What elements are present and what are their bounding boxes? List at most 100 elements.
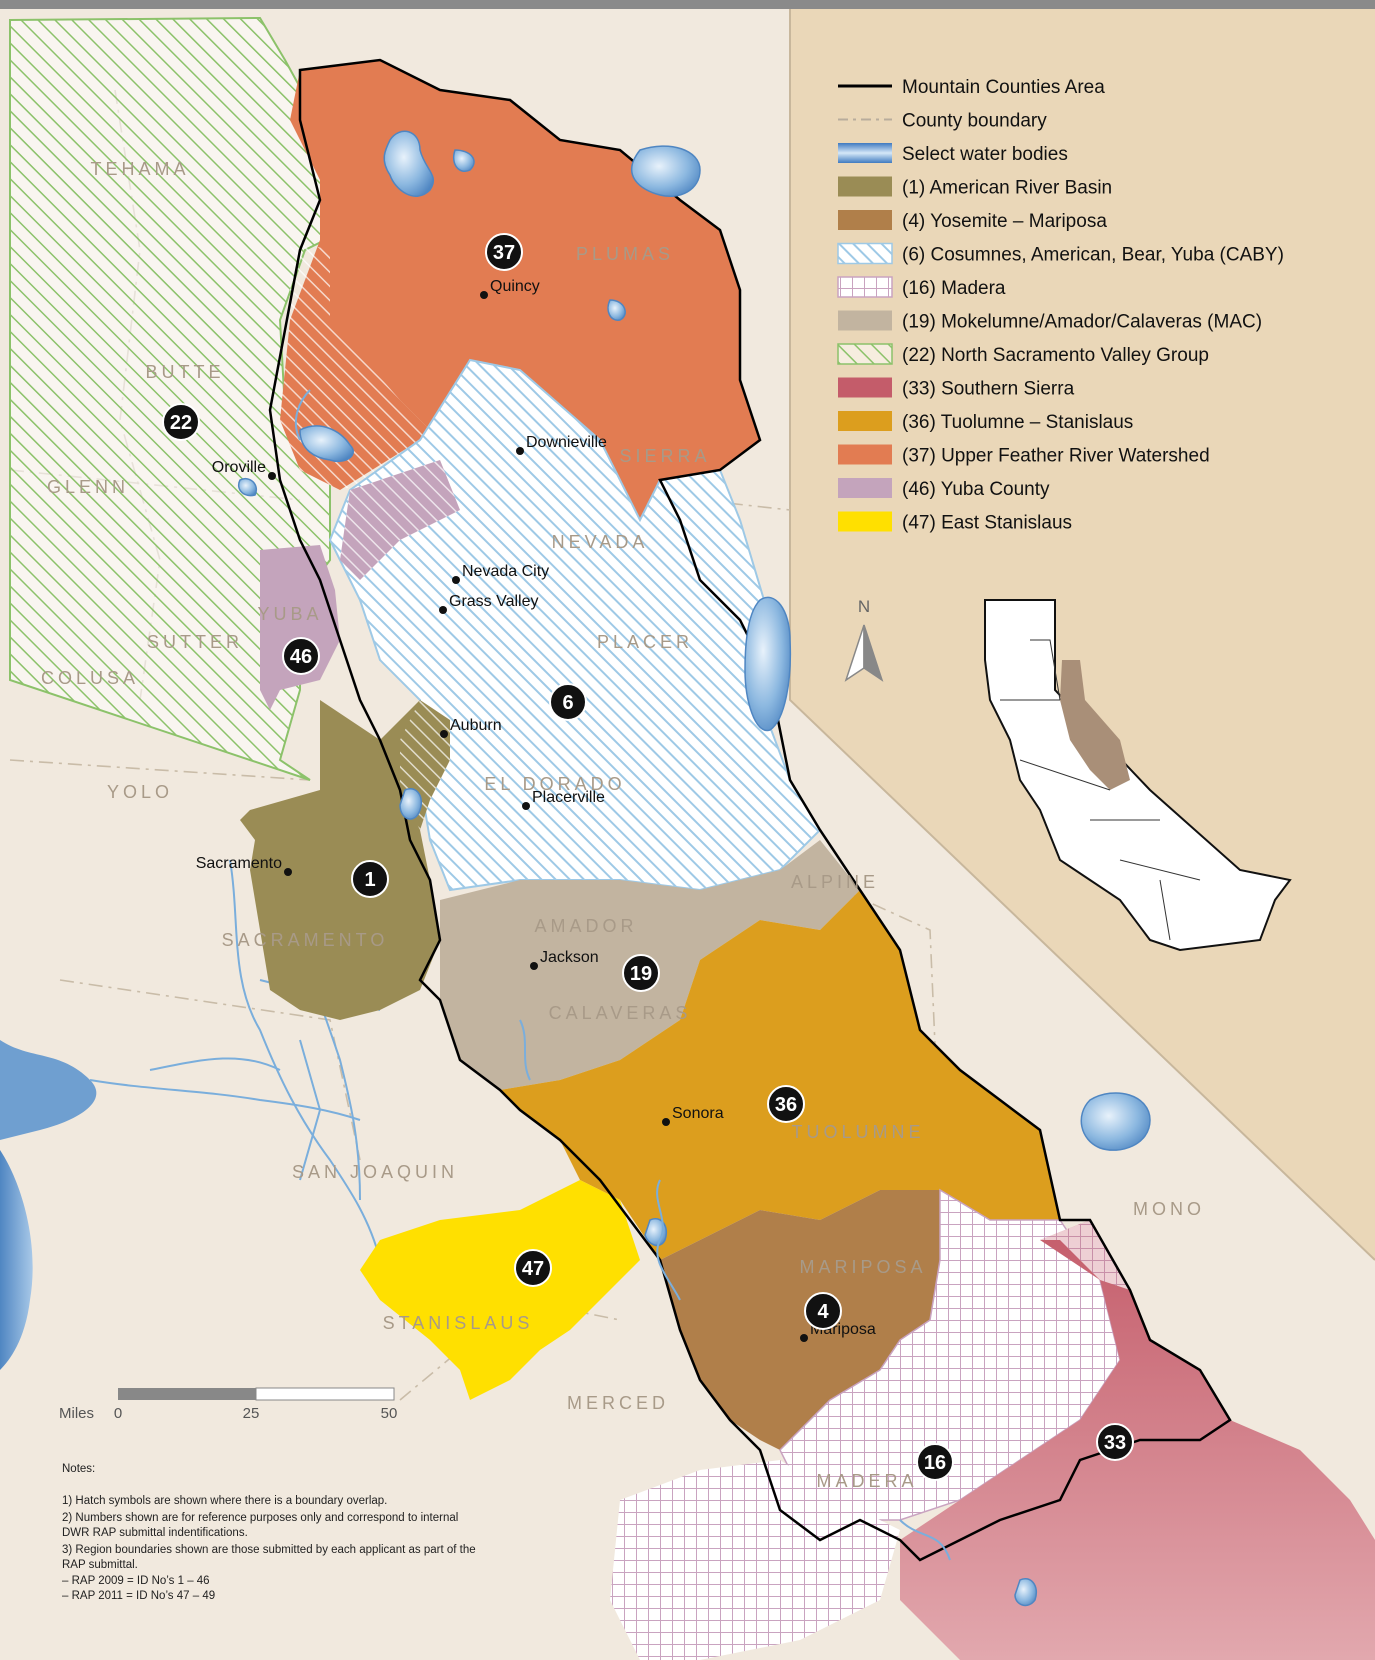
county-label-butte: BUTTE (145, 362, 224, 382)
top-bar (0, 0, 1375, 9)
note-line-1: 1) Hatch symbols are shown where there i… (62, 1495, 387, 1507)
city-sacramento: Sacramento (196, 855, 292, 876)
city-sonora: Sonora (662, 1105, 724, 1126)
legend-item-33-southern-sierra: (33) Southern Sierra (838, 377, 1075, 400)
city-placerville: Placerville (522, 789, 605, 810)
region-badge-19: 19 (622, 954, 660, 992)
county-label-sutter: SUTTER (147, 632, 243, 652)
scale-unit: Miles (59, 1405, 94, 1422)
legend-item-county-boundary: County boundary (838, 111, 1047, 132)
legend-item-16-madera: (16) Madera (837, 276, 1006, 299)
city-label: Oroville (212, 459, 266, 476)
note-line-6: – RAP 2009 = ID No’s 1 – 46 (62, 1575, 210, 1587)
county-label-colusa: COLUSA (41, 668, 139, 688)
legend-label: Select water bodies (902, 144, 1068, 165)
county-label-san-joaquin: SAN JOAQUIN (292, 1162, 458, 1182)
region-id-label: 16 (924, 1452, 946, 1474)
county-label-sacramento: SACRAMENTO (222, 930, 389, 950)
region-id-label: 22 (170, 412, 192, 434)
region-4-yosemite-mariposa (660, 1190, 940, 1450)
reservoir-south (1014, 1578, 1037, 1607)
city-label: Jackson (540, 949, 599, 966)
county-label-plumas: PLUMAS (576, 244, 674, 264)
legend-label: (4) Yosemite – Mariposa (902, 211, 1107, 232)
county-label-merced: MERCED (567, 1393, 669, 1413)
lake-tahoe (744, 596, 792, 732)
legend-label: (33) Southern Sierra (902, 379, 1075, 400)
legend-item-37-upper-feather-river-watershed: (37) Upper Feather River Watershed (838, 444, 1210, 467)
note-line-3: DWR RAP submittal indentifications. (62, 1527, 248, 1539)
eagle-lake (631, 145, 701, 197)
county-label-alpine: ALPINE (791, 872, 879, 892)
region-badge-46: 46 (282, 637, 320, 675)
notes: Notes: 1) Hatch symbols are shown where … (62, 1463, 476, 1602)
legend-label: (19) Mokelumne/Amador/Calaveras (MAC) (902, 312, 1262, 333)
county-label-tuolumne: TUOLUMNE (791, 1122, 924, 1142)
legend-label: (16) Madera (902, 278, 1006, 299)
region-47-east-stanislaus (360, 1180, 640, 1400)
region-id-label: 36 (775, 1094, 797, 1116)
legend-item-46-yuba-county: (46) Yuba County (838, 478, 1050, 500)
region-id-label: 19 (630, 963, 652, 985)
city-label: Sacramento (196, 855, 282, 872)
legend-item-6-cosumnes-american-bear-yuba-caby: (6) Cosumnes, American, Bear, Yuba (CABY… (837, 242, 1284, 266)
region-badge-36: 36 (767, 1085, 805, 1123)
legend-label: (1) American River Basin (902, 178, 1112, 199)
lake-small-1 (453, 149, 475, 172)
legend-item-1-american-river-basin: (1) American River Basin (838, 176, 1112, 199)
city-dot-icon (530, 962, 538, 970)
legend-item-19-mokelumne-amador-calaveras-mac: (19) Mokelumne/Amador/Calaveras (MAC) (838, 310, 1262, 333)
region-16-madera (779, 1188, 1121, 1521)
note-line-7: – RAP 2011 = ID No’s 47 – 49 (62, 1590, 215, 1602)
county-label-nevada: NEVADA (552, 532, 649, 552)
north-label: N (858, 597, 870, 616)
city-dot-icon (516, 447, 524, 455)
county-label-glenn: GLENN (47, 477, 129, 497)
city-label: Downieville (526, 434, 607, 451)
mountain-counties-boundary (268, 58, 1232, 1562)
out-of-state-area (790, 8, 1375, 1260)
legend-label: (47) East Stanislaus (902, 513, 1072, 534)
county-label-mariposa: MARIPOSA (799, 1257, 926, 1277)
california-inset-mountain-counties (1060, 660, 1130, 790)
mono-lake (1080, 1092, 1151, 1151)
california-inset (984, 599, 1292, 952)
legend-item-4-yosemite-mariposa: (4) Yosemite – Mariposa (838, 210, 1107, 232)
city-dot-icon (268, 472, 276, 480)
lake-almanor (383, 130, 435, 197)
county-label-amador: AMADOR (534, 916, 637, 936)
region-id-label: 37 (493, 242, 515, 264)
note-line-4: 3) Region boundaries shown are those sub… (62, 1544, 476, 1556)
city-nevada-city: Nevada City (452, 563, 549, 584)
north-arrow: N (844, 597, 884, 682)
county-label-mono: MONO (1133, 1199, 1205, 1219)
scale-tick-25: 25 (243, 1405, 260, 1422)
notes-title: Notes: (62, 1463, 95, 1475)
note-line-2: 2) Numbers shown are for reference purpo… (62, 1512, 458, 1524)
region-badge-47: 47 (514, 1249, 552, 1287)
region-badge-16: 16 (916, 1443, 954, 1481)
region-badge-4: 4 (804, 1292, 842, 1330)
legend-item-47-east-stanislaus: (47) East Stanislaus (838, 511, 1072, 534)
folsom-lake (399, 788, 422, 820)
legend-label: (6) Cosumnes, American, Bear, Yuba (CABY… (902, 245, 1284, 266)
legend-item-mountain-counties-area: Mountain Counties Area (838, 77, 1105, 98)
city-label: Grass Valley (449, 593, 539, 610)
region-badge-33: 33 (1096, 1423, 1134, 1461)
county-label-placer: PLACER (597, 632, 693, 652)
county-label-stanislaus: STANISLAUS (383, 1313, 534, 1333)
ocean (0, 1040, 97, 1370)
legend-label: (37) Upper Feather River Watershed (902, 446, 1210, 467)
city-grass-valley: Grass Valley (439, 593, 539, 614)
county-label-sierra: SIERRA (619, 446, 710, 466)
legend-item-select-water-bodies: Select water bodies (838, 143, 1068, 165)
city-quincy: Quincy (480, 278, 540, 299)
mountain-rivers (294, 389, 951, 1561)
legend-label: (36) Tuolumne – Stanislaus (902, 412, 1133, 433)
city-dot-icon (800, 1334, 808, 1342)
region-badge-37: 37 (485, 233, 523, 271)
region-16-madera-south (610, 1460, 900, 1660)
